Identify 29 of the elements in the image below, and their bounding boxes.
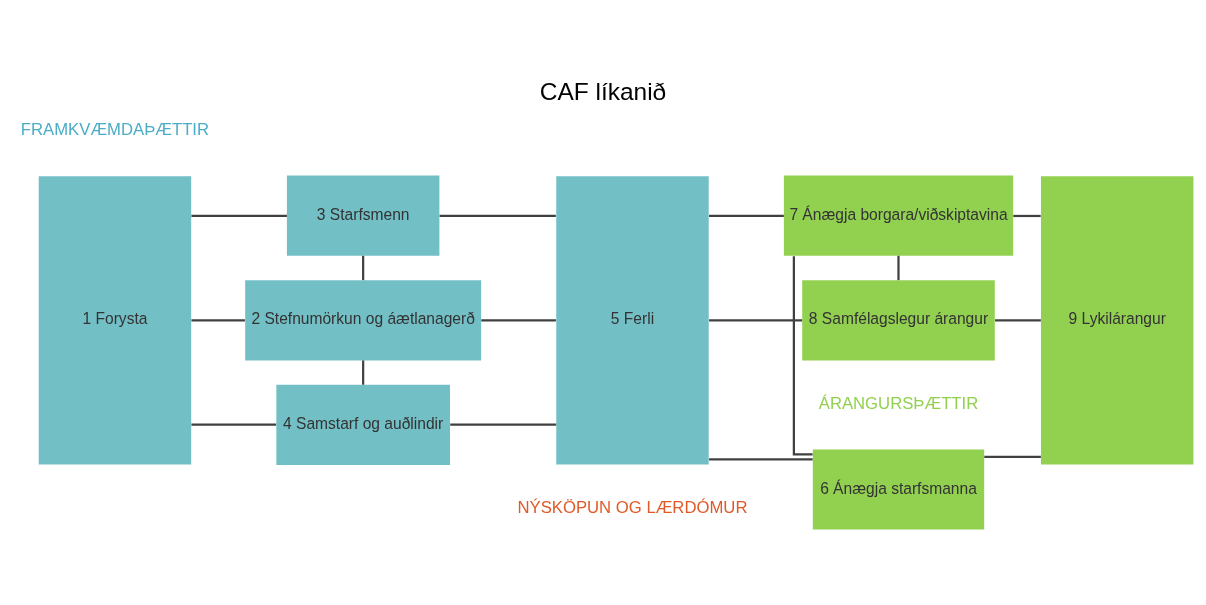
connector xyxy=(709,458,813,461)
diagram-title: CAF líkanið xyxy=(539,77,667,105)
label: NÝSKÖPUN OG LÆRDÓMUR xyxy=(517,498,748,518)
label: FRAMKVÆMDAÞÆTTIR xyxy=(20,120,210,139)
node-box: 2 Stefnumörkun og áætlanagerð xyxy=(245,280,482,361)
connector xyxy=(709,214,784,218)
connector xyxy=(897,255,900,281)
node-box: 6 Ánægja starfsmanna xyxy=(812,449,985,530)
connector xyxy=(191,423,277,426)
connector xyxy=(191,214,287,218)
connector xyxy=(450,423,557,426)
connector xyxy=(481,319,556,322)
connector xyxy=(1013,214,1041,218)
node-box: 4 Samstarf og auðlindir xyxy=(276,384,450,465)
node-box: 3 Starfsmenn xyxy=(286,175,440,256)
node-box: 1 Forysta xyxy=(38,176,192,465)
label: ÁRANGURSÞÆTTIR xyxy=(818,393,979,413)
connector xyxy=(995,319,1041,322)
node-box: 5 Ferli xyxy=(556,176,709,465)
connector xyxy=(439,214,556,218)
connector xyxy=(709,319,803,322)
node-box: 9 Lykilárangur xyxy=(1040,176,1194,465)
connector xyxy=(984,455,1041,459)
connector xyxy=(191,319,245,322)
node-box: 7 Ánægja borgara/viðskiptavina xyxy=(783,175,1014,256)
connector xyxy=(362,255,365,281)
node-box: 8 Samfélagslegur árangur xyxy=(802,280,995,361)
connector xyxy=(362,360,365,385)
connector xyxy=(792,256,813,456)
